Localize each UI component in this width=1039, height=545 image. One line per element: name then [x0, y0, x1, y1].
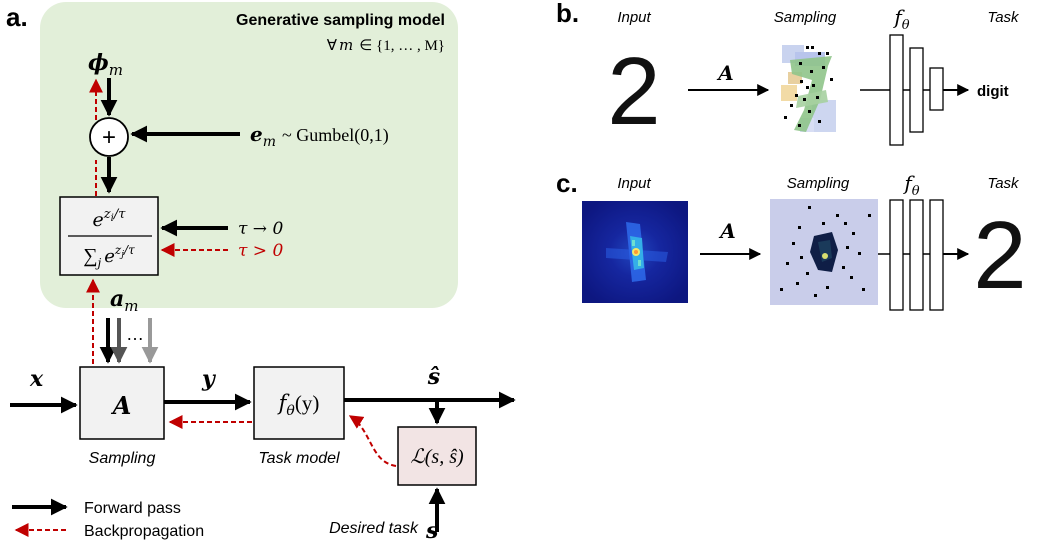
task-model-caption: Task model	[258, 450, 340, 467]
panel-b-sampling-header: Sampling	[774, 9, 837, 26]
forall-expression: ∀m∈ {1, … , M}	[327, 36, 445, 54]
sum-node	[89, 117, 129, 157]
panel-b-arrow-label: A	[716, 61, 734, 85]
panel-b-network-layer-3	[929, 67, 944, 111]
panel-c-network-layer-1	[889, 199, 904, 311]
tau-positive-label: τ > 0	[238, 241, 283, 261]
panel-b-network-layer-2	[909, 47, 924, 133]
panel-b-input-digit: 2	[607, 38, 660, 145]
loss-label: ℒ(s, ŝ)	[410, 446, 464, 468]
panel-c-label: c.	[556, 168, 578, 198]
panel-b-output-label: digit	[977, 83, 1009, 100]
task-model-label: fθ(y)	[277, 391, 320, 419]
task-model-box	[253, 366, 345, 440]
panel-c-f-header: fθ	[902, 171, 919, 199]
desired-task-caption: Desired task	[329, 520, 419, 537]
panel-c-fft-input-image	[582, 201, 688, 303]
panel-a-label: a.	[6, 2, 28, 32]
a-m-label: am	[110, 286, 139, 315]
x-label: x	[29, 366, 44, 392]
legend-backprop-label: Backpropagation	[84, 523, 204, 540]
sampling-model-title: Generative sampling model	[236, 12, 445, 29]
panel-b-label: b.	[556, 0, 579, 28]
panel-c-sampling-header: Sampling	[787, 175, 850, 192]
phi-m-label: ϕm	[88, 50, 123, 79]
s-hat-label: ŝ	[427, 364, 440, 390]
a-m-ellipsis: …	[126, 324, 144, 344]
panel-c-input-header: Input	[617, 175, 651, 192]
panel-b-network-layer-1	[889, 34, 904, 146]
panel-b-sampled-image	[781, 45, 836, 132]
sampling-box	[79, 366, 165, 440]
panel-c-task-header: Task	[987, 175, 1020, 192]
panel-c-network-layer-2	[909, 199, 924, 311]
sampling-box-label: A	[111, 391, 132, 420]
y-label: y	[201, 366, 217, 392]
s-label: s	[425, 518, 438, 544]
panel-c-output-digit: 2	[973, 202, 1026, 309]
panel-b-f-header: fθ	[892, 5, 909, 33]
panel-c-sampled-image	[770, 199, 878, 305]
sampling-caption: Sampling	[89, 450, 156, 467]
loss-box	[397, 426, 477, 486]
panel-c-arrow-label: A	[718, 219, 736, 243]
panel-b-task-header: Task	[987, 9, 1020, 26]
panel-c-network-layer-3	[929, 199, 944, 311]
plus-symbol: +	[102, 124, 116, 151]
legend-forward-label: Forward pass	[84, 500, 181, 517]
gumbel-label: em~ Gumbel(0,1)	[250, 122, 389, 150]
tau-limit-label: τ → 0	[238, 219, 283, 239]
panel-b-input-header: Input	[617, 9, 651, 26]
softmax-numerator: ezi/τ	[93, 207, 127, 231]
backprop-loss-curve	[348, 415, 397, 467]
